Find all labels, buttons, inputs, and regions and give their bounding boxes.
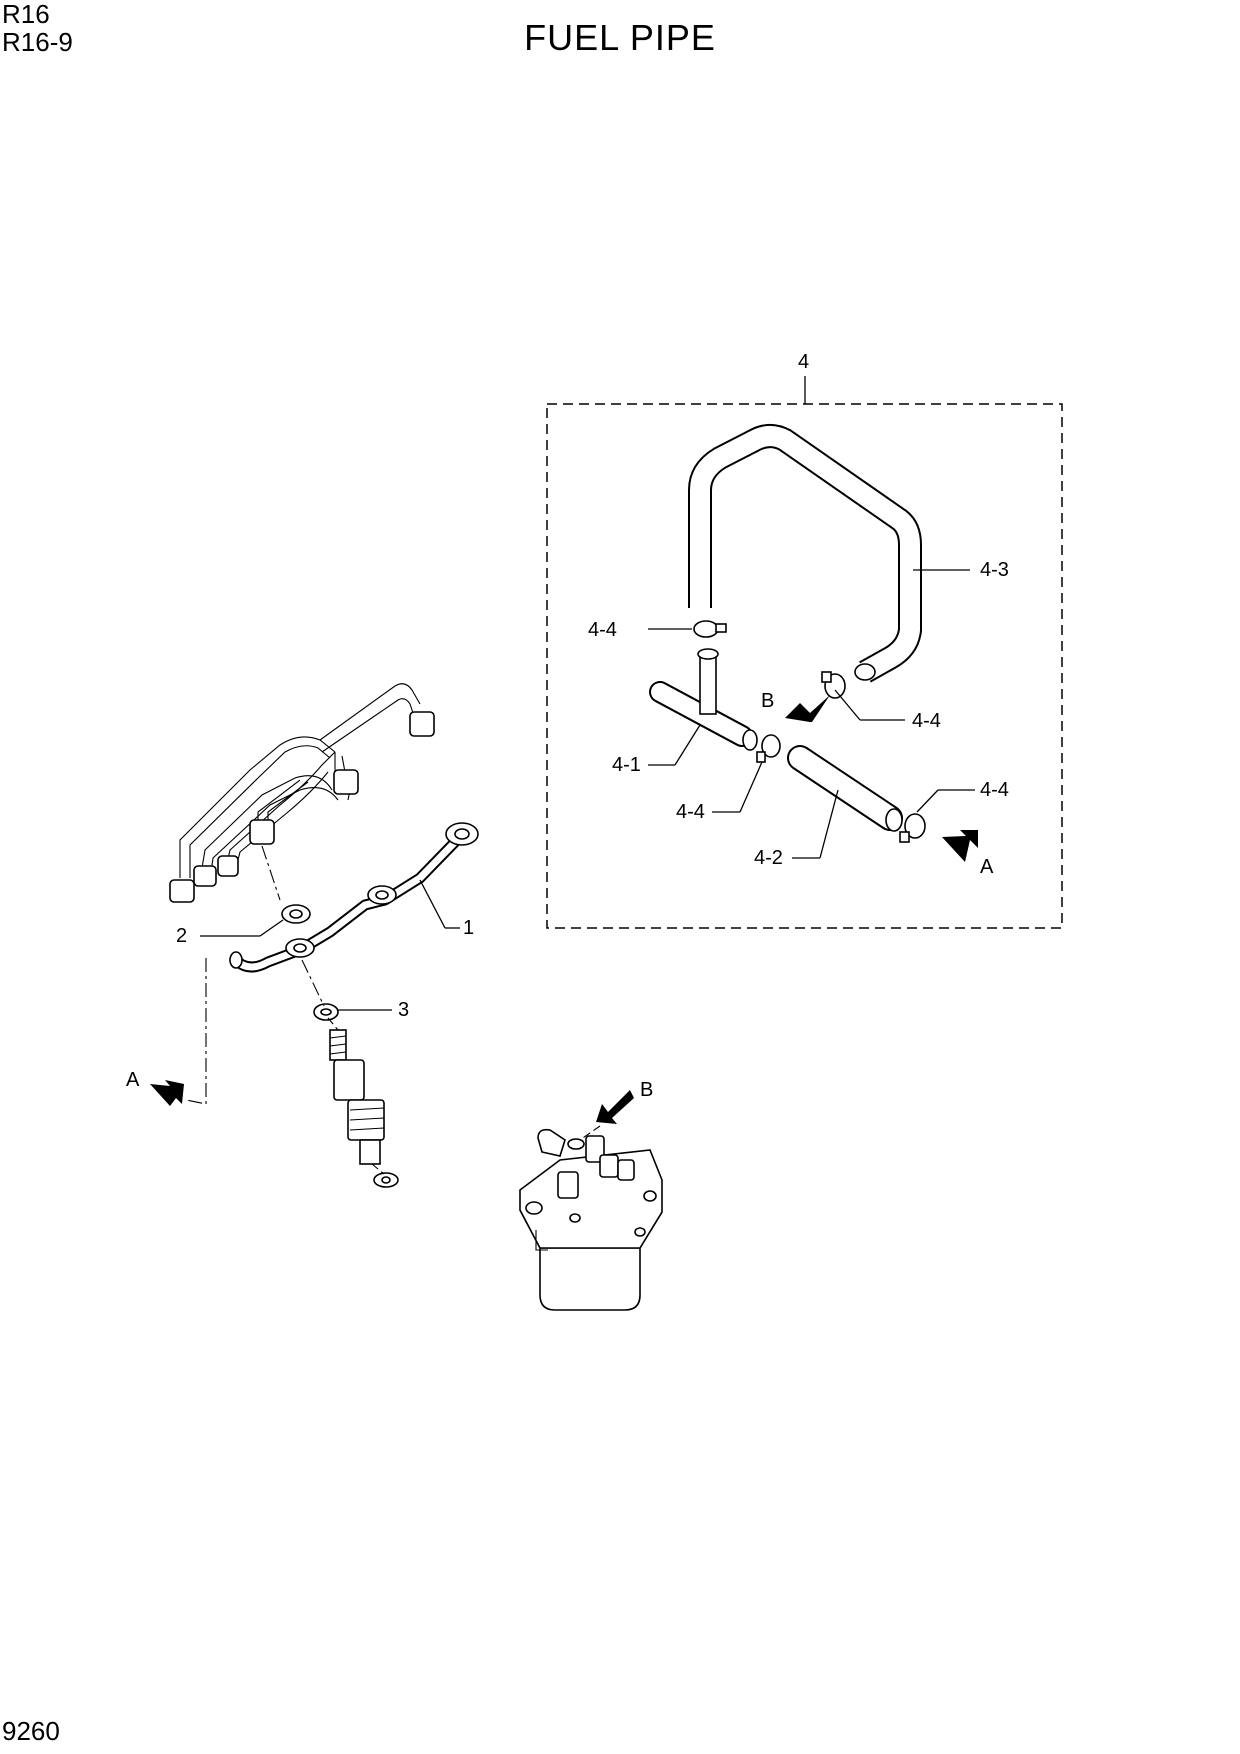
arrow-b-main bbox=[596, 1090, 634, 1124]
callout-4-4-top: 4-4 bbox=[588, 619, 617, 641]
page-title: FUEL PIPE bbox=[524, 17, 716, 58]
callout-4: 4 bbox=[798, 351, 809, 373]
arrow-a-main bbox=[150, 1080, 184, 1106]
view-marker-a-main: A bbox=[126, 1069, 140, 1091]
injection-pipe-bundle bbox=[169, 683, 435, 903]
arrow-a-detail bbox=[942, 830, 978, 862]
arrow-b-detail bbox=[785, 695, 830, 722]
callout-1: 1 bbox=[463, 917, 474, 939]
detail-box-4 bbox=[546, 403, 1063, 929]
submodel-code: R16-9 bbox=[2, 27, 73, 57]
view-marker-a-detail: A bbox=[980, 856, 994, 878]
washer-3 bbox=[313, 1003, 339, 1021]
clamp-4-4-bottom bbox=[899, 813, 926, 843]
hose-4-3 bbox=[688, 424, 922, 683]
callout-2: 2 bbox=[176, 925, 187, 947]
view-marker-b-main: B bbox=[640, 1079, 653, 1101]
t-joint-4-1 bbox=[649, 648, 758, 751]
clamp-4-4-right bbox=[821, 671, 846, 699]
callout-4-1: 4-1 bbox=[612, 754, 641, 776]
callout-4-4-right: 4-4 bbox=[912, 710, 941, 732]
fuel-injection-pump bbox=[519, 1128, 663, 1311]
callout-3: 3 bbox=[398, 999, 409, 1021]
callout-4-2: 4-2 bbox=[754, 847, 783, 869]
callout-4-4-middle: 4-4 bbox=[676, 801, 705, 823]
view-marker-b-detail: B bbox=[761, 690, 774, 712]
hose-4-2 bbox=[787, 745, 903, 832]
injection-nozzle bbox=[329, 1029, 399, 1188]
leak-off-pipe-1 bbox=[229, 822, 479, 973]
model-code: R16 bbox=[2, 0, 50, 29]
clamp-4-4-top bbox=[693, 620, 727, 638]
page-number: 9260 bbox=[2, 1716, 60, 1746]
clamp-4-4-middle bbox=[756, 734, 781, 763]
washer-2 bbox=[281, 904, 311, 924]
callout-4-3: 4-3 bbox=[980, 559, 1009, 581]
callout-4-4-bottom: 4-4 bbox=[980, 779, 1009, 801]
